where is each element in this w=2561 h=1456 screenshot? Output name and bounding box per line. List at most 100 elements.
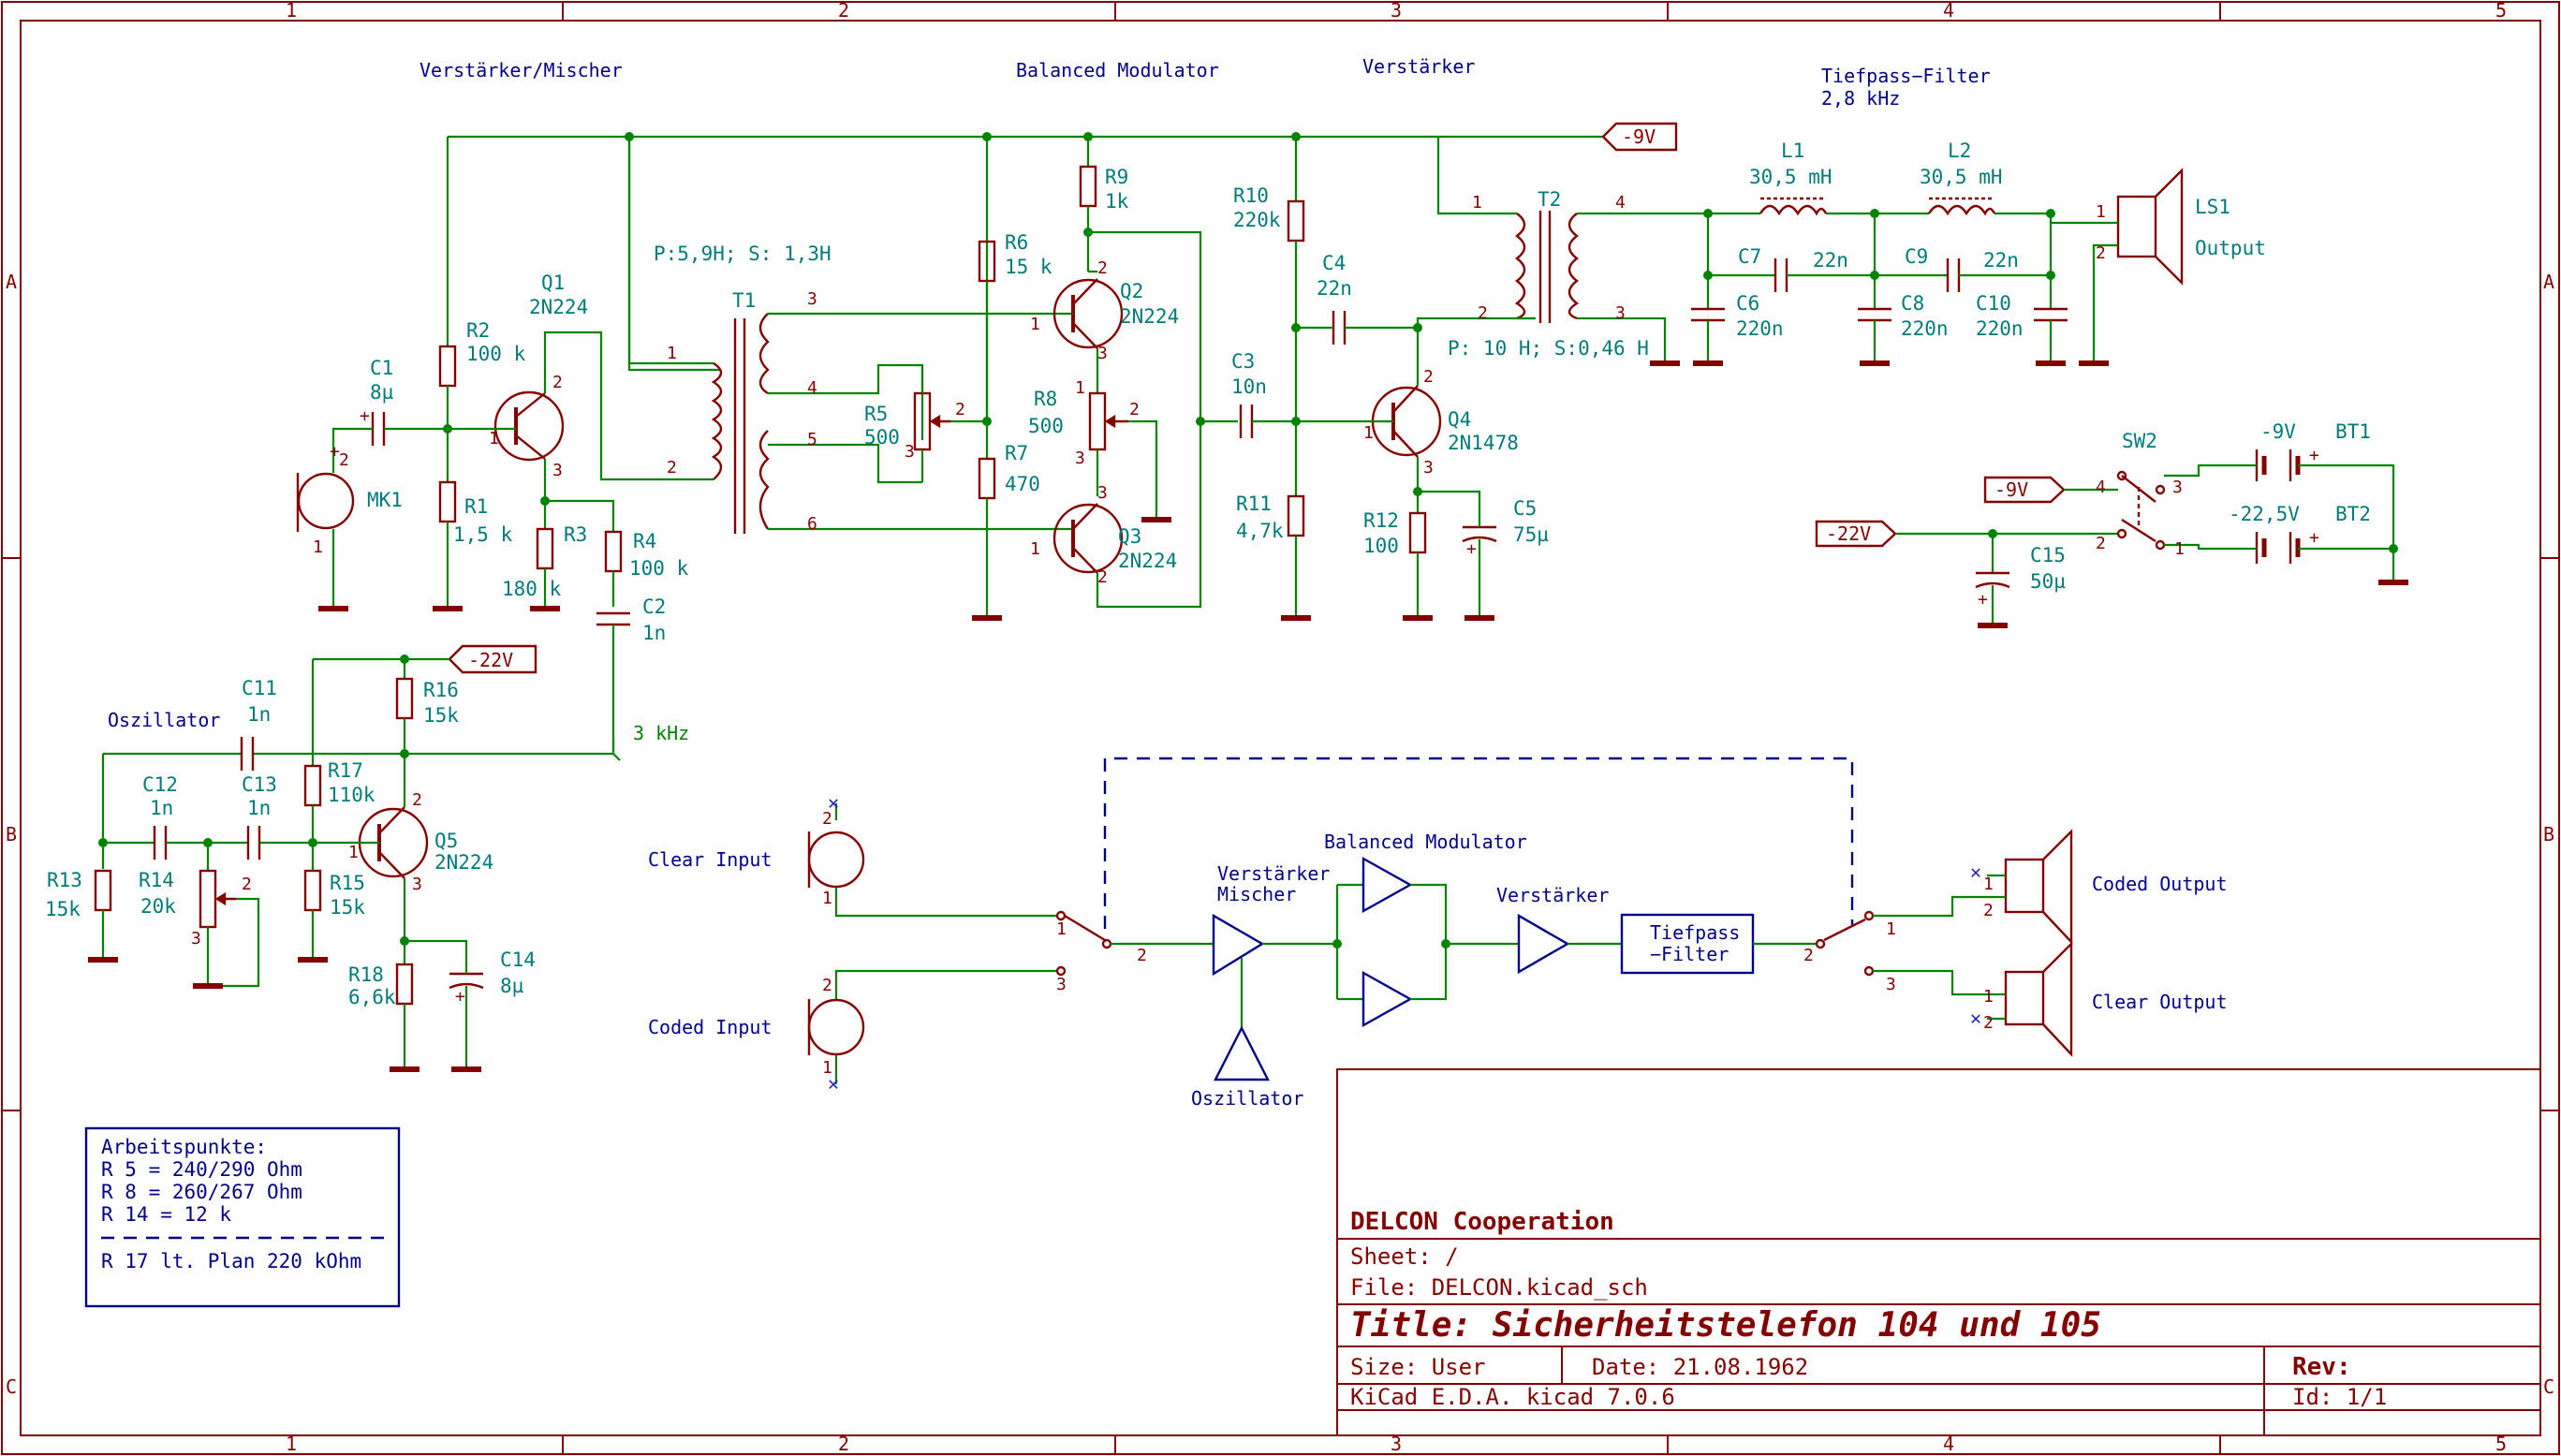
svg-text:2: 2 <box>1129 400 1140 419</box>
svg-text:+: + <box>2309 528 2319 548</box>
ref-c11: C11 <box>242 677 277 699</box>
svg-text:1: 1 <box>1363 423 1374 443</box>
svg-text:2: 2 <box>1137 946 1147 965</box>
speaker-ls1: 12 LS1 Output <box>2079 168 2266 366</box>
col-label-1-bottom: 1 <box>286 1433 297 1455</box>
label-balanced-modulator-block: Balanced Modulator <box>1324 831 1527 853</box>
ref-c4: C4 <box>1322 252 1346 274</box>
svg-text:6: 6 <box>807 514 817 534</box>
ref-l1: L1 <box>1781 140 1804 162</box>
svg-text:3: 3 <box>1056 975 1067 994</box>
svg-text:1: 1 <box>1030 539 1040 559</box>
label-coded-input: Coded Input <box>648 1016 772 1038</box>
title-block-id: Id: 1/1 <box>2292 1384 2387 1410</box>
oscillator-section: -22V 3 kHz C11 1n C12 1n C13 1n <box>45 644 689 1072</box>
row-label-c: C <box>6 1375 17 1398</box>
svg-text:5: 5 <box>807 430 817 449</box>
title-block-title: Title: Sicherheitstelefon 104 und 105 <box>1350 1306 2101 1345</box>
value-r10: 220k <box>1233 209 1281 231</box>
value-q1: 2N224 <box>529 296 588 318</box>
svg-text:3: 3 <box>412 875 422 894</box>
value-q5: 2N224 <box>434 851 493 874</box>
col-label-3: 3 <box>1391 0 1402 22</box>
speaker-coded-output: 12 ✕ Coded Output <box>1970 829 2228 946</box>
svg-text:1: 1 <box>313 537 323 557</box>
title-block-size: Size: User <box>1350 1354 1486 1380</box>
ref-c13: C13 <box>242 773 277 796</box>
resistor-r7: R7 470 <box>972 442 1040 621</box>
svg-text:2: 2 <box>822 809 832 829</box>
value-c10: 220n <box>1976 317 2024 340</box>
value-r11: 4,7k <box>1236 520 1284 542</box>
value-r6: 15 k <box>1005 256 1052 278</box>
col-label-2: 2 <box>838 0 849 22</box>
note-t1: P:5,9H; S: 1,3H <box>654 243 832 265</box>
svg-text:+: + <box>360 406 370 426</box>
title-oscillator: Oszillator <box>108 709 220 731</box>
ref-t1: T1 <box>732 289 756 312</box>
svg-text:2: 2 <box>2096 534 2106 553</box>
ref-r11: R11 <box>1236 493 1272 515</box>
ref-q1: Q1 <box>541 272 565 294</box>
value-c11: 1n <box>247 703 271 726</box>
value-r17: 110k <box>328 784 375 806</box>
ref-r15: R15 <box>330 872 365 894</box>
resistor-r16: R16 15k <box>395 677 459 801</box>
svg-text:3: 3 <box>2172 478 2183 497</box>
value-c7: 22n <box>1813 249 1848 272</box>
ref-bt2: BT2 <box>2335 503 2371 525</box>
title-block-tool: KiCad E.D.A. kicad 7.0.6 <box>1350 1384 1675 1410</box>
value-l1: 30,5 mH <box>1749 166 1832 188</box>
svg-text:1: 1 <box>1983 875 1994 894</box>
svg-text:3: 3 <box>552 461 563 480</box>
ref-r8: R8 <box>1034 388 1057 410</box>
svg-text:1: 1 <box>1030 315 1040 334</box>
ref-c10: C10 <box>1976 292 2011 315</box>
resistor-r11: R11 4,7k <box>1236 493 1311 621</box>
section-titles: Verstärker/Mischer Balanced Modulator Ve… <box>108 55 1991 731</box>
value-bt2: -22,5V <box>2229 503 2300 525</box>
col-label-4: 4 <box>1943 0 1954 22</box>
value-c8: 220n <box>1901 317 1949 340</box>
transistor-q2: 123 Q2 2N224 <box>1030 258 1179 393</box>
ref-c1: C1 <box>370 357 393 379</box>
svg-text:-9V: -9V <box>1622 125 1656 148</box>
ref-r5: R5 <box>864 403 888 425</box>
value-c12: 1n <box>150 797 173 819</box>
col-label-1: 1 <box>286 0 297 22</box>
svg-text:+: + <box>330 442 340 462</box>
transistor-q4: 123 Q4 2N1478 <box>1363 316 1536 517</box>
battery-bt1: + -9V BT1 <box>2247 420 2395 548</box>
net-label-3khz: 3 kHz <box>633 722 689 744</box>
value-r18: 6,6k <box>348 986 396 1008</box>
label-amplifier-block: Verstärker <box>1496 884 1609 906</box>
ref-r6: R6 <box>1005 231 1028 254</box>
ref-c2: C2 <box>642 596 666 618</box>
svg-text:+: + <box>455 987 465 1007</box>
svg-text:2: 2 <box>822 976 832 995</box>
svg-text:2: 2 <box>1478 303 1488 323</box>
ref-r4: R4 <box>633 530 656 552</box>
ref-c15: C15 <box>2030 544 2066 566</box>
capacitor-c9: C9 22n <box>1875 245 2055 292</box>
svg-text:2: 2 <box>1803 946 1814 965</box>
svg-text:3: 3 <box>1097 344 1108 363</box>
svg-text:3: 3 <box>1423 458 1434 478</box>
block-diagram: 21 ✕ Clear Input 21 ✕ Coded Input 132 Ve… <box>648 757 2228 1110</box>
value-c1: 8µ <box>370 381 394 404</box>
value-c9: 22n <box>1983 249 2019 272</box>
capacitor-c2: C2 1n <box>596 596 666 754</box>
col-label-5-bottom: 5 <box>2495 1433 2507 1455</box>
resistor-r13: R13 15k <box>45 869 118 963</box>
svg-text:✕: ✕ <box>828 791 839 814</box>
value-c2: 1n <box>642 622 666 644</box>
lowpass-filter: L1 30,5 mH L2 30,5 mH C6 220n C7 22n <box>1691 140 2094 366</box>
svg-text:2: 2 <box>1983 1013 1994 1033</box>
value-q2: 2N224 <box>1120 305 1179 328</box>
ref-ls1: LS1 <box>2195 196 2230 218</box>
resistor-r15: R15 15k <box>298 843 365 963</box>
ref-c9: C9 <box>1905 245 1928 268</box>
svg-text:+: + <box>1978 590 1988 610</box>
label-amp-mixer-2: Mischer <box>1217 883 1296 905</box>
block-oscillator: Oszillator <box>1191 1025 1303 1110</box>
